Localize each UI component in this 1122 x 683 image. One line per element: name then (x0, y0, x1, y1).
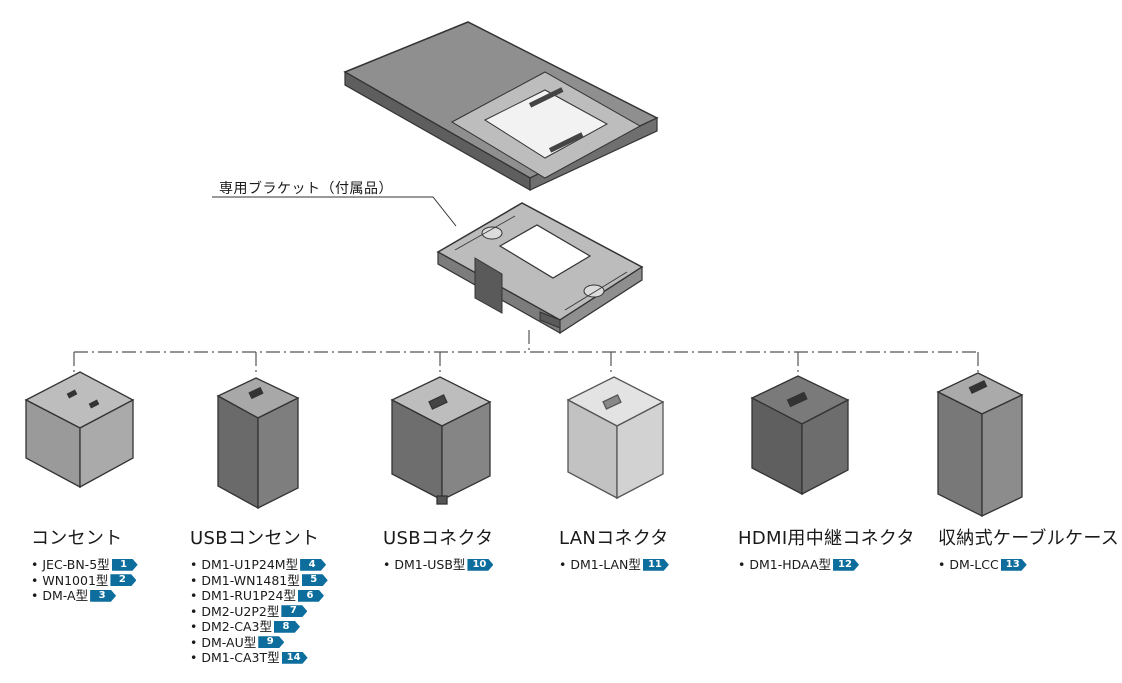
model-label: DM-LCC (949, 557, 999, 572)
page-badge: 4 (300, 558, 327, 571)
outlet-illustration (24, 371, 135, 489)
column-title: USBコンセント (190, 528, 320, 549)
model-label: DM2-CA3型 (201, 619, 272, 634)
column-title: HDMI用中継コネクタ (738, 528, 915, 549)
model-label: DM1-WN1481型 (201, 572, 300, 588)
page-badge: 8 (273, 620, 300, 633)
bracket-illustration (436, 202, 644, 335)
model-label: DM1-RU1P24型 (201, 588, 296, 603)
page-badge: 10 (467, 558, 494, 571)
page-badge: 13 (1000, 558, 1027, 571)
usb-outlet-illustration (216, 377, 300, 510)
page-badge: 9 (258, 636, 285, 649)
page-badge: 7 (281, 605, 308, 618)
lan-connector-illustration (566, 376, 665, 500)
page-badge: 14 (281, 651, 308, 664)
model-label: DM1-LAN型 (570, 557, 641, 572)
connector-tree (73, 330, 979, 372)
model-label: DM2-U2P2型 (201, 603, 280, 619)
cover-plate-illustration (343, 21, 659, 192)
model-label: WN1001型 (42, 572, 109, 588)
callout-leader-line (212, 196, 457, 227)
page-badge: 2 (110, 574, 137, 587)
model-label: DM-AU型 (201, 634, 257, 650)
column-title: LANコネクタ (559, 528, 669, 549)
page-badge: 1 (111, 558, 138, 571)
column-title: USBコネクタ (383, 528, 494, 549)
model-label: DM1-CA3T型 (201, 650, 280, 665)
model-label: JEC-BN-5型 (42, 557, 110, 572)
model-label: DM1-HDAA型 (749, 557, 832, 572)
page-badge: 12 (833, 558, 860, 571)
model-label: DM1-U1P24M型 (201, 557, 299, 572)
usb-connector-illustration (390, 376, 492, 505)
model-label: DM1-USB型 (394, 557, 466, 572)
page-badge: 3 (90, 589, 117, 602)
hdmi-connector-illustration (750, 375, 850, 496)
page-badge: 6 (297, 589, 324, 602)
cable-case-illustration (936, 372, 1024, 518)
column-title: コンセント (31, 528, 123, 549)
model-label: DM-A型 (42, 588, 89, 603)
page-badge: 5 (301, 574, 328, 587)
page-badge: 11 (642, 558, 669, 571)
column-title: 収納式ケーブルケース (938, 528, 1120, 549)
bracket-callout-label: 専用ブラケット（付属品） (219, 181, 393, 197)
